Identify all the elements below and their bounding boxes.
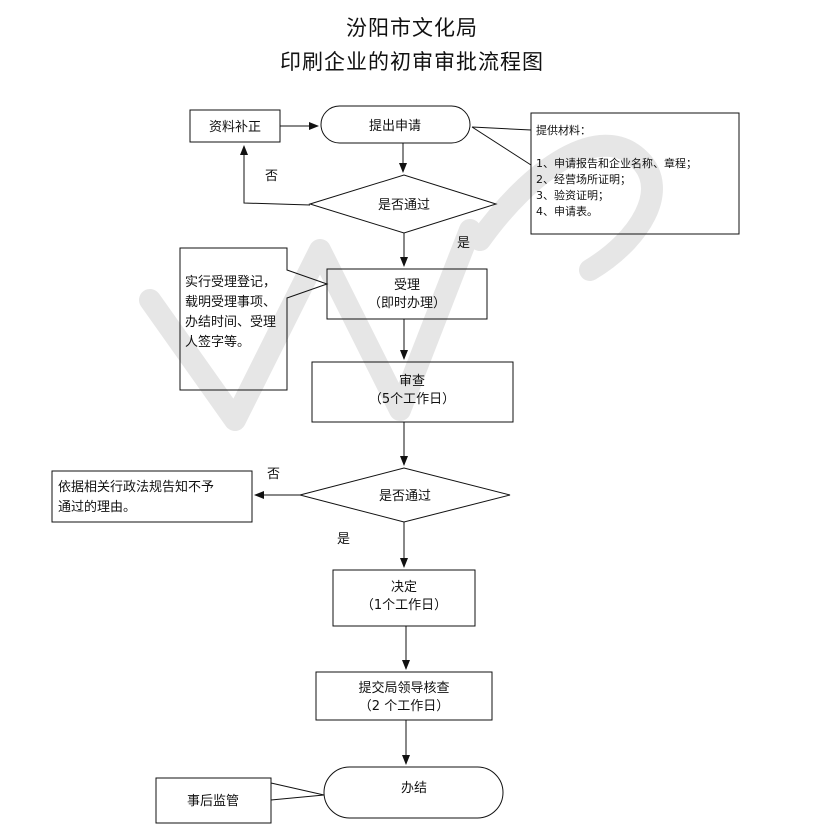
supplement-label: 资料补正 bbox=[209, 120, 261, 135]
watermark bbox=[139, 134, 663, 431]
page-title: 印刷企业的初审审批流程图 bbox=[280, 50, 544, 74]
accept-box bbox=[326, 268, 488, 320]
reject-note-box bbox=[51, 470, 253, 523]
reject-note-line: 通过的理由。 bbox=[58, 499, 136, 515]
edge-label-no: 否 bbox=[265, 169, 278, 184]
check2-label: 是否通过 bbox=[379, 489, 431, 504]
accept-note-line: 载明受理事项、 bbox=[185, 295, 276, 310]
decide-label-2: （1个工作日） bbox=[361, 598, 447, 613]
check1-diamond bbox=[308, 174, 498, 234]
review-label-2: （5个工作日） bbox=[369, 392, 455, 407]
submit-box bbox=[315, 671, 493, 721]
edge-label-yes: 是 bbox=[457, 236, 470, 251]
submit-label-1: 提交局领导核查 bbox=[358, 680, 449, 696]
decide-label-1: 决定 bbox=[391, 580, 417, 595]
check2-diamond bbox=[298, 467, 511, 523]
accept-note-line: 实行受理登记， bbox=[185, 275, 276, 290]
review-label-1: 审查 bbox=[399, 374, 425, 389]
review-box bbox=[311, 361, 514, 423]
edge-label-yes: 是 bbox=[337, 532, 350, 547]
accept-label-1: 受理 bbox=[394, 278, 420, 293]
accept-note-callout bbox=[179, 247, 329, 391]
supervise-callout bbox=[270, 782, 325, 801]
apply-label: 提出申请 bbox=[369, 118, 421, 134]
materials-line: 1、申请报告和企业名称、章程； bbox=[536, 156, 697, 170]
accept-label-2: （即时办理） bbox=[368, 296, 446, 311]
materials-callout bbox=[471, 126, 532, 166]
finish-terminal bbox=[323, 766, 504, 819]
materials-note-box bbox=[530, 112, 740, 235]
submit-label-2: （2 个工作日） bbox=[359, 699, 449, 714]
check1-label: 是否通过 bbox=[378, 198, 430, 213]
materials-line: 2、经营场所证明； bbox=[536, 172, 631, 186]
materials-line: 提供材料： bbox=[536, 123, 591, 137]
supervise-label: 事后监管 bbox=[187, 794, 239, 809]
org-title: 汾阳市文化局 bbox=[346, 16, 478, 40]
apply-terminal bbox=[320, 105, 471, 144]
materials-line: 4、申请表。 bbox=[536, 204, 598, 218]
decide-box bbox=[332, 569, 476, 627]
arrow-check1-no bbox=[240, 145, 311, 206]
finish-label: 办结 bbox=[401, 781, 427, 796]
edge-label-no: 否 bbox=[267, 467, 280, 482]
supervise-box bbox=[155, 777, 272, 824]
materials-line: 3、验资证明； bbox=[536, 188, 609, 202]
accept-note-line: 办结时间、受理 bbox=[185, 315, 276, 330]
reject-note-line: 依据相关行政法规告知不予 bbox=[58, 479, 214, 495]
accept-note-line: 人签字等。 bbox=[185, 334, 250, 350]
